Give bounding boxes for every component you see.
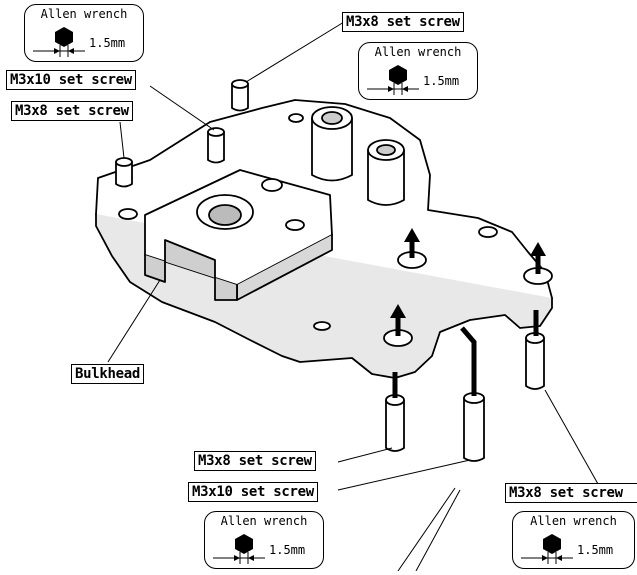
hex-key-icon bbox=[33, 27, 85, 57]
label-m3x10-top-left: M3x10 set screw bbox=[6, 70, 136, 90]
allen-wrench-callout-top-left: Allen wrench 1.5mm bbox=[24, 4, 144, 62]
allen-wrench-title: Allen wrench bbox=[40, 7, 128, 21]
label-m3x10-bottom-center: M3x10 set screw bbox=[188, 482, 318, 502]
hex-key-icon bbox=[213, 534, 265, 564]
label-m3x8-bottom-center: M3x8 set screw bbox=[194, 451, 316, 471]
allen-wrench-callout-bottom-right: Allen wrench 1.5mm bbox=[512, 511, 635, 569]
hex-key-icon bbox=[521, 534, 573, 564]
label-m3x8-top-left: M3x8 set screw bbox=[11, 101, 133, 121]
allen-wrench-title: Allen wrench bbox=[374, 45, 462, 59]
allen-wrench-callout-bottom-center: Allen wrench 1.5mm bbox=[204, 511, 324, 569]
allen-wrench-title: Allen wrench bbox=[220, 514, 308, 528]
label-m3x8-bottom-right: M3x8 set screw bbox=[505, 483, 637, 503]
allen-wrench-title: Allen wrench bbox=[530, 514, 617, 528]
allen-wrench-size: 1.5mm bbox=[423, 74, 460, 88]
allen-wrench-size: 1.5mm bbox=[577, 543, 614, 557]
label-m3x8-top-right: M3x8 set screw bbox=[342, 12, 464, 32]
allen-wrench-size: 1.5mm bbox=[89, 36, 126, 50]
label-bulkhead: Bulkhead bbox=[71, 364, 145, 384]
allen-wrench-callout-top-right: Allen wrench 1.5mm bbox=[358, 42, 478, 100]
allen-wrench-size: 1.5mm bbox=[269, 543, 306, 557]
hex-key-icon bbox=[367, 65, 419, 95]
